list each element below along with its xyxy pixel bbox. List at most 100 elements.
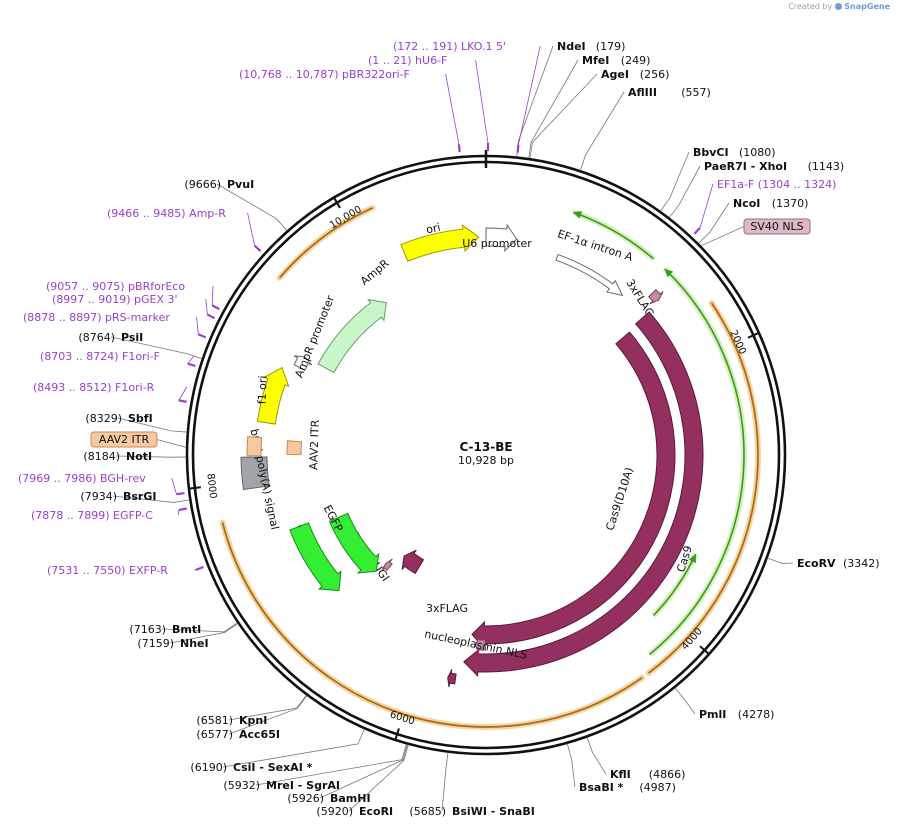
- feature-arrow[interactable]: [463, 311, 704, 678]
- primer-label[interactable]: (7531 .. 7550) EXFP-R: [47, 564, 168, 577]
- restriction-site[interactable]: BsaBI *(4987): [579, 781, 676, 794]
- primer-leader-line: [178, 386, 188, 401]
- feature-arrow[interactable]: [485, 223, 518, 253]
- primer-label[interactable]: (7969 .. 7986) BGH-rev: [18, 472, 146, 485]
- boxed-label-text[interactable]: AAV2 ITR: [99, 433, 150, 446]
- primer-label[interactable]: (9057 .. 9075) pBRforEco: [46, 280, 185, 293]
- site-position: (249): [621, 54, 651, 67]
- restriction-site[interactable]: PmlI(4278): [699, 708, 774, 721]
- boxed-label-text[interactable]: SV40 NLS: [750, 220, 803, 233]
- restriction-site[interactable]: (6577)Acc65I: [196, 728, 280, 741]
- restriction-site[interactable]: (9666)PvuI: [184, 178, 254, 191]
- feature-arrow[interactable]: [286, 440, 303, 456]
- feature-arrow[interactable]: [401, 549, 425, 575]
- primer-mark-icon: [178, 399, 187, 403]
- restriction-site[interactable]: (5932)MreI - SgrAI: [223, 779, 340, 792]
- restriction-site[interactable]: PaeR7I - XhoI(1143): [704, 160, 844, 173]
- plasmid-size: 10,928 bp: [458, 454, 514, 467]
- site-name: NcoI: [733, 197, 760, 210]
- primer-leader-line: [518, 45, 541, 145]
- site-position: (4278): [738, 708, 775, 721]
- site-name: PsiI: [121, 331, 143, 344]
- feature-arrow[interactable]: [328, 512, 380, 574]
- annotation-arcs: [219, 204, 761, 730]
- restriction-site[interactable]: (7163)BmtI: [129, 623, 201, 636]
- restriction-site[interactable]: (6581)KpnI: [196, 714, 267, 727]
- site-name: KflI: [610, 768, 631, 781]
- restriction-site[interactable]: (8764)PsiI: [78, 331, 143, 344]
- restriction-site[interactable]: EcoRV(3342): [797, 557, 880, 570]
- feature-label: f1 ori: [256, 375, 270, 404]
- restriction-site[interactable]: (6190)CsiI - SexAI *: [190, 761, 312, 774]
- site-leader-line: [161, 622, 238, 633]
- site-leader-line: [255, 744, 407, 786]
- feature-arrow[interactable]: [648, 289, 664, 305]
- primer-label[interactable]: (7878 .. 7899) EGFP-C: [31, 509, 153, 522]
- site-position: (256): [640, 68, 670, 81]
- restriction-site[interactable]: (5685)BsiWI - SnaBI: [409, 805, 534, 818]
- feature-arrow[interactable]: [317, 298, 387, 374]
- restriction-site[interactable]: NcoI(1370): [733, 197, 808, 210]
- feature-arrow[interactable]: [240, 456, 270, 491]
- restriction-site[interactable]: (8184)NotI: [83, 450, 152, 463]
- boxed-label-leader: [700, 226, 745, 247]
- feature-arrow[interactable]: [555, 253, 624, 297]
- site-position: (6581): [196, 714, 233, 727]
- restriction-site[interactable]: (5920)EcoRI: [316, 805, 393, 818]
- restriction-site[interactable]: (7159)NheI: [137, 637, 208, 650]
- site-name: BsrGI: [123, 490, 156, 503]
- feature-arrow[interactable]: [474, 635, 486, 655]
- restriction-site[interactable]: MfeI(249): [582, 54, 650, 67]
- feature-arrow[interactable]: [447, 669, 457, 688]
- site-leader-line: [228, 695, 308, 735]
- primer-label[interactable]: (1 .. 21) hU6-F: [368, 54, 447, 67]
- primer-leader-line: [205, 298, 208, 315]
- restriction-site[interactable]: (8329)SbfI: [85, 412, 152, 425]
- site-leader-line: [674, 687, 696, 715]
- feature-arrow[interactable]: [246, 436, 263, 457]
- restriction-site[interactable]: AgeI(256): [601, 68, 669, 81]
- feature-label: ori: [425, 221, 442, 237]
- site-position: (8329): [85, 412, 122, 425]
- restriction-site[interactable]: (7934) BsrGI: [80, 490, 156, 503]
- site-position: (557): [681, 86, 711, 99]
- primer-leader-line: [187, 355, 195, 364]
- primer-label[interactable]: (172 .. 191) LKO.1 5': [393, 40, 506, 53]
- primer-leader-line: [211, 285, 214, 306]
- site-name: MreI - SgrAI: [266, 779, 340, 792]
- feature-arrow[interactable]: [293, 355, 313, 371]
- site-position: (6190): [190, 761, 227, 774]
- site-position: (7934): [80, 490, 117, 503]
- snapgene-logo-icon: [834, 3, 842, 10]
- site-leader-line: [668, 165, 701, 218]
- feature-arrow[interactable]: [400, 224, 480, 262]
- site-leader-line: [767, 557, 794, 564]
- restriction-site[interactable]: BbvCI(1080): [693, 146, 776, 159]
- primer-leader-line: [699, 183, 714, 229]
- green-feature-arc-core: [649, 268, 745, 656]
- restriction-site[interactable]: AflIII(557): [628, 86, 711, 99]
- site-name: PvuI: [227, 178, 254, 191]
- site-leader-line: [169, 623, 238, 644]
- scale-tick: [699, 645, 710, 655]
- boxed-label-leader: [156, 439, 187, 448]
- primer-label[interactable]: (8878 .. 8897) pRS-marker: [23, 311, 170, 324]
- site-leader-line: [319, 744, 408, 799]
- primer-label[interactable]: (8997 .. 9019) pGEX 3': [52, 293, 178, 306]
- primer-label[interactable]: EF1a-F (1304 .. 1324): [717, 178, 836, 191]
- site-leader-line: [112, 495, 190, 503]
- restriction-site[interactable]: KflI(4866): [610, 768, 685, 781]
- feature-arrow[interactable]: [256, 366, 290, 425]
- site-position: (5920): [316, 805, 353, 818]
- primer-label[interactable]: (9466 .. 9485) Amp-R: [107, 207, 226, 220]
- primer-label[interactable]: (8493 .. 8512) F1ori-R: [33, 381, 155, 394]
- feature-arrow[interactable]: [289, 522, 342, 592]
- misc-feature-arc-core: [648, 302, 759, 674]
- green-arc-arrowhead-icon: [573, 211, 583, 219]
- primer-label[interactable]: (10,768 .. 10,787) pBR322ori-F: [239, 68, 410, 81]
- restriction-site[interactable]: (5926)BamHI: [287, 792, 370, 805]
- feature-arrow[interactable]: [381, 558, 393, 572]
- restriction-site[interactable]: NdeI(179): [557, 40, 625, 53]
- primer-label[interactable]: (8703 .. 8724) F1ori-F: [40, 350, 160, 363]
